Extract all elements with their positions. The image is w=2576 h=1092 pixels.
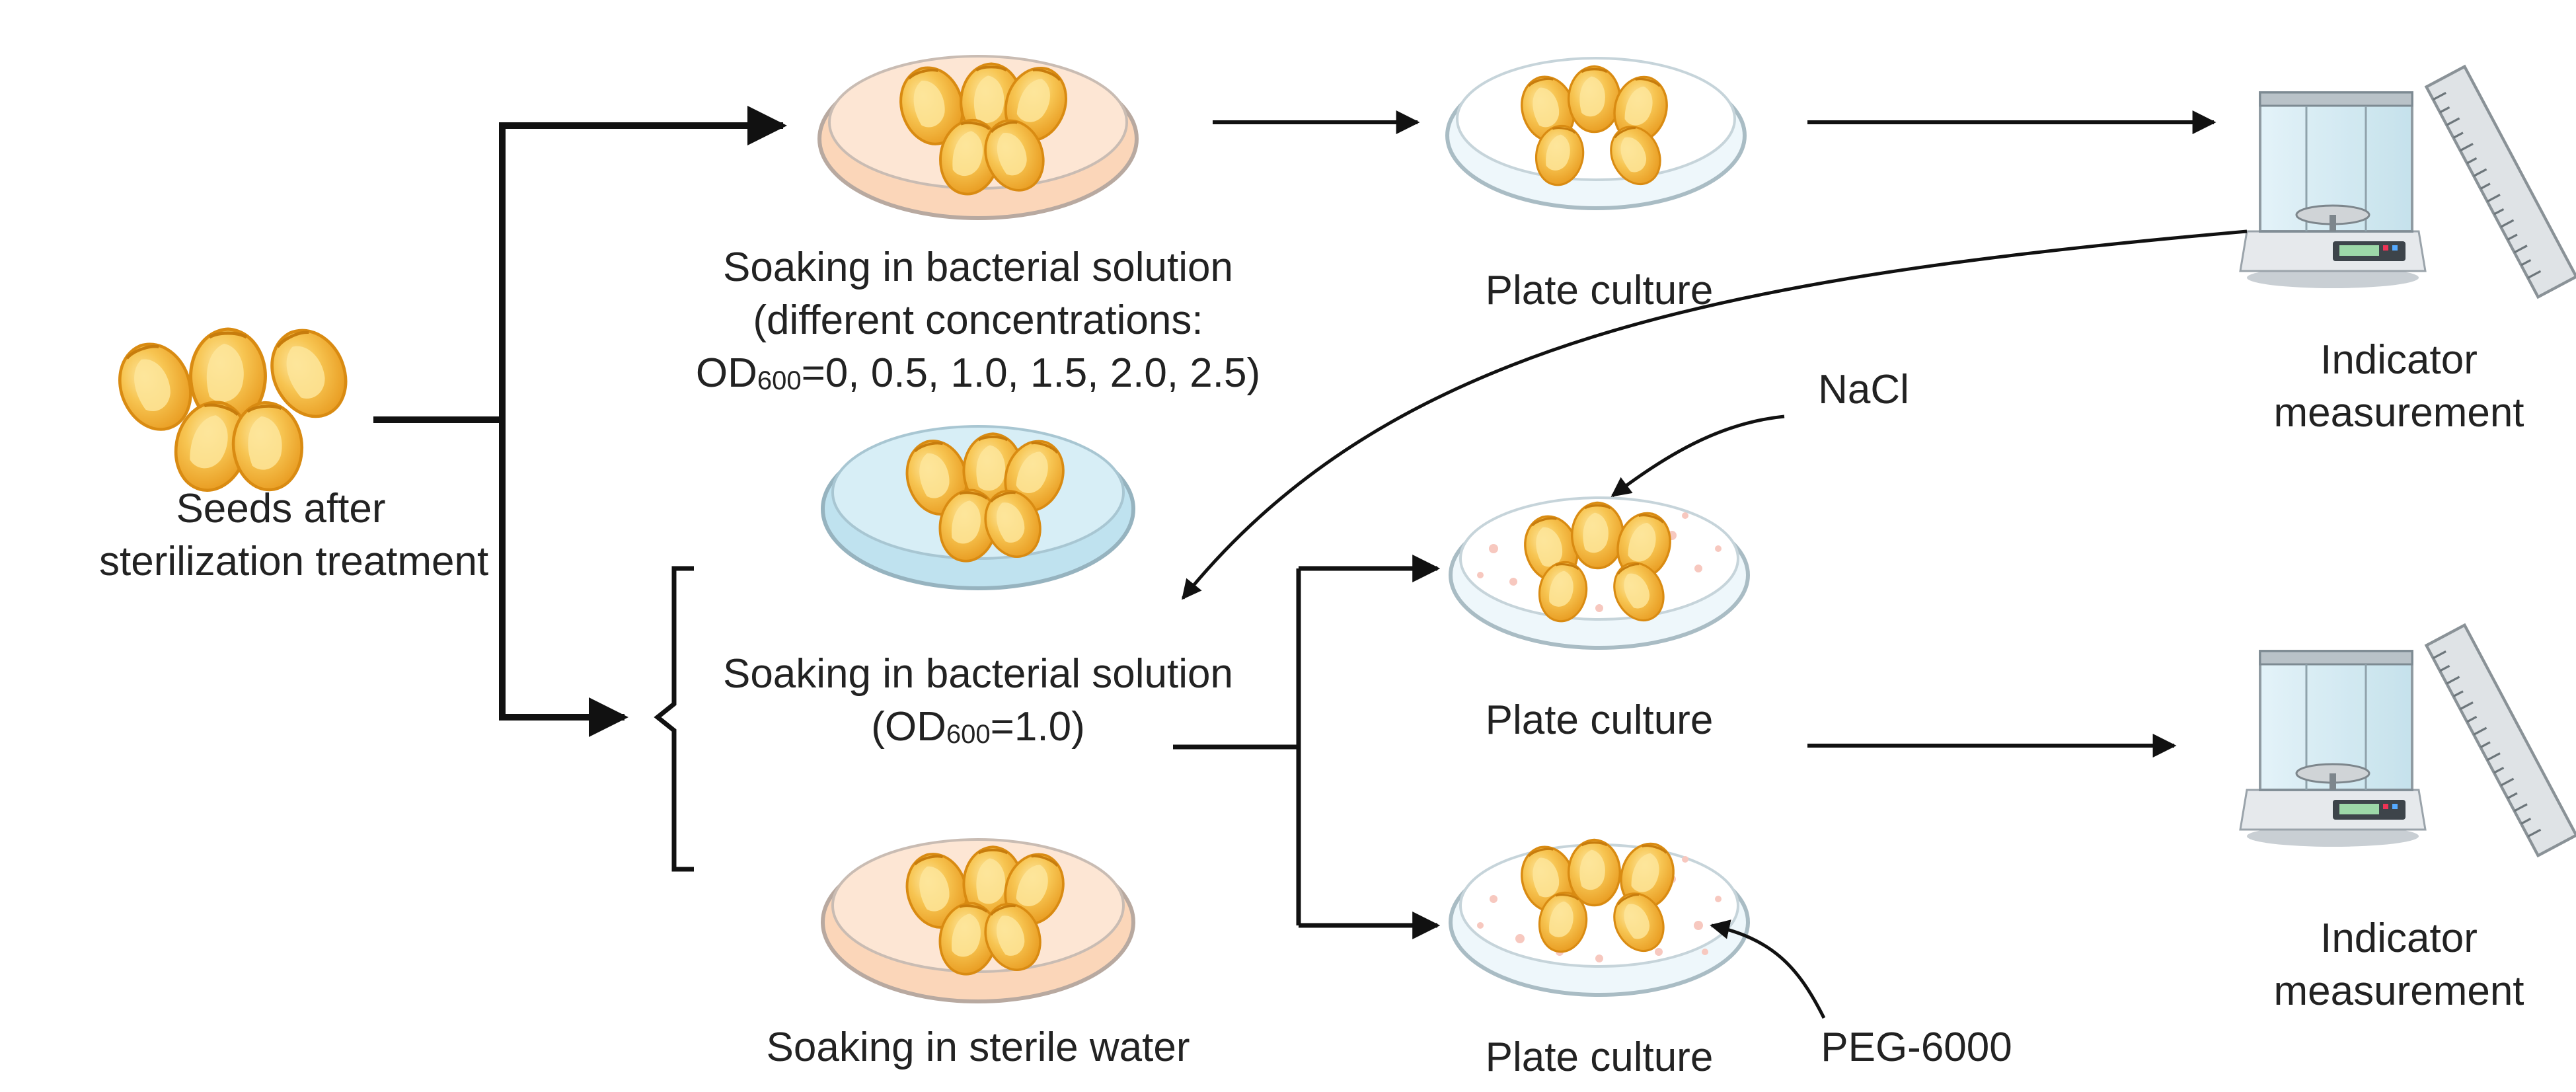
water-soak-label: Soaking in sterile water <box>766 1025 1190 1070</box>
mid-soak-label: Soaking in bacterial solution (OD600=1.0… <box>681 648 1275 761</box>
feedback-curved-arrow <box>1182 229 2248 600</box>
peg-arrow <box>1710 919 1826 1019</box>
orange-dish-top-icon <box>817 55 1139 220</box>
top-soak-label: Soaking in bacterial solution (different… <box>681 241 1275 407</box>
top-soak-od-values: =0, 0.5, 1.0, 1.5, 2.0, 2.5) <box>801 350 1261 396</box>
white-dish-peg-icon <box>1449 836 1750 997</box>
mid-soak-od-sub: 600 <box>946 720 991 749</box>
indicator-bottom-label: Indicator measurement <box>2234 912 2564 1018</box>
white-dish-nacl-icon <box>1449 496 1750 650</box>
seed-cluster-icon <box>108 318 360 498</box>
top-soak-od-prefix: OD <box>695 350 757 396</box>
top-soak-od-sub: 600 <box>757 366 802 395</box>
ruler-top-icon <box>2427 67 2576 297</box>
indicator-bottom-line1: Indicator <box>2320 916 2478 961</box>
mid-soak-od-open: (OD <box>871 704 946 750</box>
seeds-label-line1: Seeds after <box>176 486 386 531</box>
seeds-label-line2: sterilization treatment <box>99 539 489 584</box>
peg-label: PEG-6000 <box>1821 1025 2012 1070</box>
seeds-label: Seeds after sterilization treatment <box>99 483 489 588</box>
indicator-top-line2: measurement <box>2273 390 2524 436</box>
blue-dish-middle-icon <box>821 425 1135 590</box>
stress-branch-connector <box>1173 555 1441 939</box>
balance-bottom-icon <box>2240 651 2425 847</box>
nacl-label: NaCl <box>1818 367 1909 412</box>
top-soak-line3: OD600=0, 0.5, 1.0, 1.5, 2.0, 2.5) <box>681 347 1275 407</box>
plate-culture-top-label: Plate culture <box>1485 268 1714 313</box>
branch-connector <box>373 106 787 737</box>
indicator-top-label: Indicator measurement <box>2234 334 2564 440</box>
mid-soak-line2: (OD600=1.0) <box>681 701 1275 761</box>
balance-top-icon <box>2240 93 2425 288</box>
mid-soak-line1: Soaking in bacterial solution <box>722 651 1234 697</box>
grouping-brace <box>654 566 694 872</box>
white-dish-top-icon <box>1445 57 1747 210</box>
indicator-bottom-line2: measurement <box>2273 968 2524 1014</box>
plate-culture-mid-label: Plate culture <box>1485 697 1714 743</box>
top-soak-line2: (different concentrations: <box>753 297 1203 343</box>
mid-soak-od-value: =1.0) <box>990 704 1085 750</box>
indicator-top-line1: Indicator <box>2320 337 2478 383</box>
top-soak-line1: Soaking in bacterial solution <box>722 245 1234 290</box>
orange-dish-bottom-icon <box>821 838 1135 1003</box>
nacl-arrow <box>1610 414 1785 498</box>
ruler-bottom-icon <box>2427 625 2576 856</box>
plate-culture-bottom-label: Plate culture <box>1485 1034 1714 1080</box>
